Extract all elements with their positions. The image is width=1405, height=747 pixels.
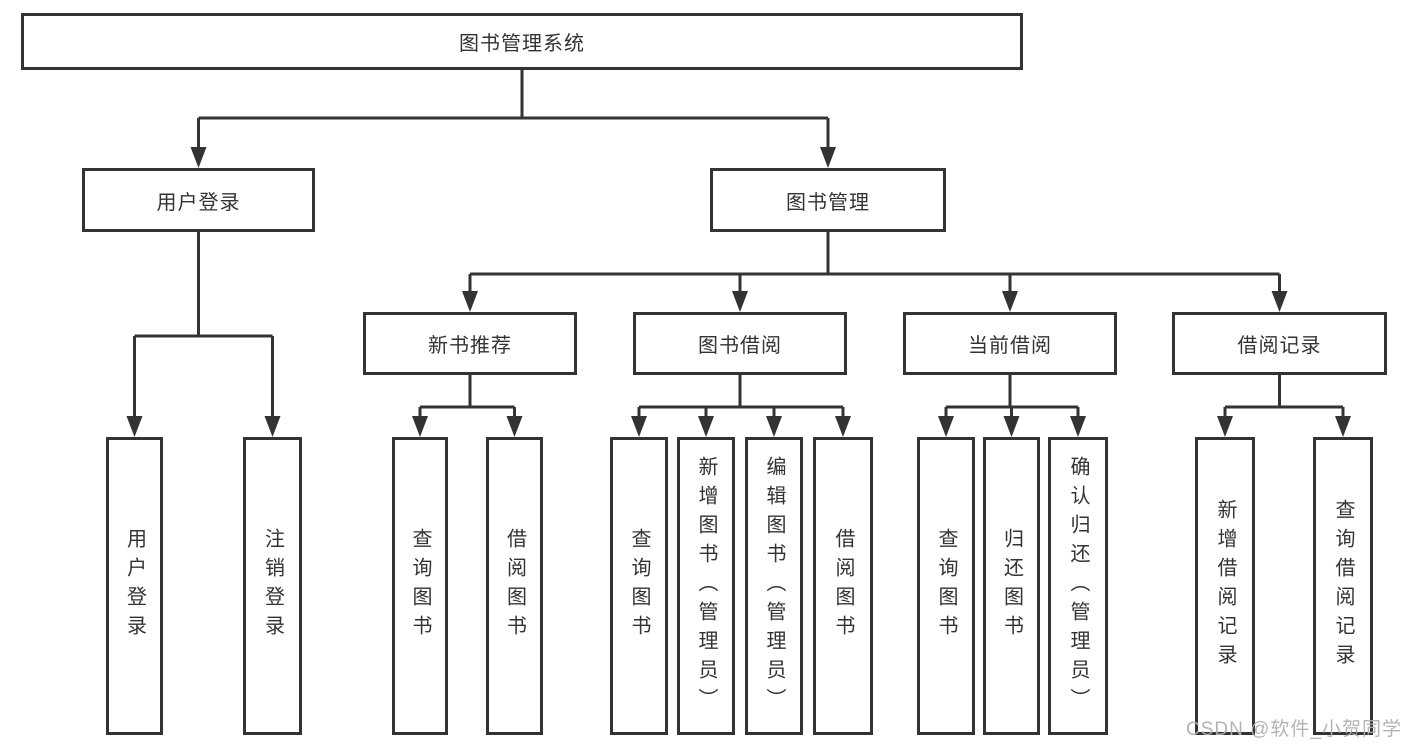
connector-root-to-level2 <box>190 70 836 168</box>
leaf-confirm-return-admin-label: 确认归还（管理员） <box>1067 455 1089 717</box>
leaf-return-book-label: 归还图书 <box>1000 528 1023 644</box>
node-new-book-recommend: 新书推荐 <box>363 312 577 375</box>
leaf-query-borrow-record-label: 查询借阅记录 <box>1332 499 1354 673</box>
leaf-borrow-books-2: 借阅图书 <box>813 437 873 735</box>
connector-borrowrecord-to-leaves <box>1217 375 1351 437</box>
node-book-borrow: 图书借阅 <box>633 312 847 375</box>
leaf-return-book: 归还图书 <box>983 437 1040 735</box>
leaf-query-books-3: 查询图书 <box>917 437 975 735</box>
leaf-logout-label: 注销登录 <box>261 528 284 644</box>
leaf-query-borrow-record: 查询借阅记录 <box>1313 437 1373 735</box>
leaf-edit-book-admin: 编辑图书（管理员） <box>745 437 803 735</box>
leaf-query-books-2-label: 查询图书 <box>628 528 650 644</box>
node-borrow-records-label: 借阅记录 <box>1237 335 1322 357</box>
leaf-add-borrow-record-label: 新增借阅记录 <box>1214 499 1236 673</box>
leaf-confirm-return-admin: 确认归还（管理员） <box>1048 437 1108 735</box>
leaf-edit-book-admin-label: 编辑图书（管理员） <box>763 455 785 717</box>
leaf-logout: 注销登录 <box>243 437 302 735</box>
connector-currentborrow-to-leaves <box>938 375 1086 437</box>
leaf-add-book-admin: 新增图书（管理员） <box>677 437 735 735</box>
leaf-query-books-3-label: 查询图书 <box>935 528 957 644</box>
node-root-label: 图书管理系统 <box>459 33 585 55</box>
node-new-book-recommend-label: 新书推荐 <box>428 335 512 357</box>
connector-bookmgmt-to-level3 <box>462 232 1288 312</box>
node-book-management: 图书管理 <box>710 168 946 232</box>
leaf-borrow-books-2-label: 借阅图书 <box>832 528 854 644</box>
leaf-query-books-1-label: 查询图书 <box>409 528 431 644</box>
node-user-login: 用户登录 <box>82 168 315 232</box>
node-book-management-label: 图书管理 <box>786 191 870 214</box>
leaf-borrow-books-1-label: 借阅图书 <box>503 528 526 644</box>
leaf-query-books-2: 查询图书 <box>610 437 668 735</box>
node-root: 图书管理系统 <box>21 13 1023 70</box>
leaf-user-login: 用户登录 <box>106 437 163 735</box>
node-current-borrow-label: 当前借阅 <box>968 335 1052 357</box>
node-borrow-records: 借阅记录 <box>1172 312 1387 375</box>
node-current-borrow: 当前借阅 <box>903 312 1117 375</box>
leaf-borrow-books-1: 借阅图书 <box>486 437 543 735</box>
connector-bookborrow-to-leaves <box>631 375 851 437</box>
node-book-borrow-label: 图书借阅 <box>698 335 782 357</box>
connector-newbook-to-leaves <box>412 375 523 437</box>
connector-userlogin-to-leaves <box>126 232 281 437</box>
node-user-login-label: 用户登录 <box>156 191 241 214</box>
leaf-query-books-1: 查询图书 <box>392 437 448 735</box>
leaf-add-book-admin-label: 新增图书（管理员） <box>695 455 717 717</box>
leaf-user-login-label: 用户登录 <box>123 528 146 644</box>
leaf-add-borrow-record: 新增借阅记录 <box>1195 437 1255 735</box>
csdn-watermark: CSDN @软件_小贺同学 <box>1186 719 1402 740</box>
